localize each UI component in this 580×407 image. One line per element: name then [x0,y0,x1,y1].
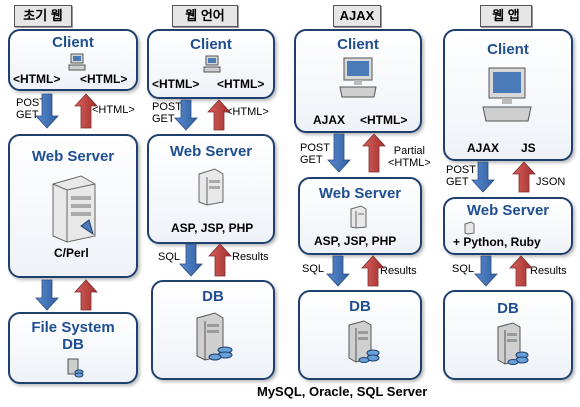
results-arrow [509,255,533,287]
server-icon [198,168,224,206]
sql-arrow [326,255,350,287]
js-tag: JS [521,141,536,155]
server-tech: + Python, Ruby [453,235,541,249]
client-title: Client [52,34,94,51]
html-tag-right: <HTML> [80,72,128,86]
server-icon [52,175,96,243]
html-tag-right: <HTML> [360,113,408,127]
db-box: DB [298,290,422,380]
request-arrow [327,133,351,173]
db-title: DB [202,288,224,305]
response-arrow [362,133,386,173]
client-box: Client <HTML> <HTML> [147,29,275,99]
server-tech: ASP, JSP, PHP [314,234,397,248]
ajax-tag: AJAX [313,113,346,127]
computer-icon [68,53,86,71]
client-box: Client AJAX <HTML> [294,29,422,133]
web-server-box: Web Server + Python, Ruby [443,197,573,255]
results-arrow [361,255,385,287]
response-arrow [512,161,536,193]
sql-arrow [474,255,498,287]
computer-icon [339,57,377,98]
web-server-title: Web Server [31,148,115,165]
html-response-label: <HTML> [226,106,269,118]
tab-web-app: 웹 앱 [480,5,532,27]
request-arrow [174,99,198,131]
web-server-box: Web Server ASP, JSP, PHP [298,177,422,255]
results-label: Results [380,265,417,277]
results-arrow [208,243,232,277]
results-label: Results [530,265,567,277]
web-server-title: Web Server [169,143,253,160]
web-server-title: Web Server [318,185,402,202]
server-icon [350,205,367,229]
tab-early-web: 초기 웹 [14,5,72,27]
database-icon [348,320,380,363]
sql-arrow [179,243,203,277]
response-arrow [74,93,98,129]
db-box: DB [443,290,573,380]
database-icon [497,322,529,365]
server-icon [464,221,475,235]
request-arrow [35,279,59,311]
db-box: DB [151,280,275,380]
tab-ajax: AJAX [333,5,381,27]
db-vendors-caption: MySQL, Oracle, SQL Server [257,384,428,399]
partial-html-label: Partial<HTML> [388,145,431,169]
database-icon [196,312,233,361]
sql-label: SQL [302,263,325,275]
request-arrow [35,93,59,129]
sql-label: SQL [452,263,475,275]
client-box: Client AJAX JS [443,29,573,161]
web-server-title: Web Server [466,202,550,219]
client-title: Client [337,36,379,53]
client-box: Client <HTML> <HTML> [8,29,138,91]
client-title: Client [487,41,529,58]
tab-web-language: 웹 언어 [172,5,238,27]
response-arrow [207,99,231,131]
html-tag-left: <HTML> [13,72,61,86]
sql-label: SQL [158,251,181,263]
db-title: DB [497,300,519,317]
html-response-label: <HTML> [92,104,135,116]
client-title: Client [190,36,232,53]
web-server-box: Web Server ASP, JSP, PHP [147,134,275,244]
server-tech: ASP, JSP, PHP [171,221,254,235]
computer-icon [203,55,221,73]
html-tag-right: <HTML> [217,77,265,91]
html-tag-left: <HTML> [152,77,200,91]
computer-icon [482,67,532,122]
results-label: Results [232,251,269,263]
database-icon [67,358,84,378]
response-arrow [74,279,98,311]
json-label: JSON [536,176,566,188]
ajax-tag: AJAX [467,141,500,155]
request-arrow [471,161,495,193]
server-tech: C/Perl [54,246,89,260]
db-title: DB [349,298,371,315]
web-server-box: Web Server C/Perl [8,134,138,278]
